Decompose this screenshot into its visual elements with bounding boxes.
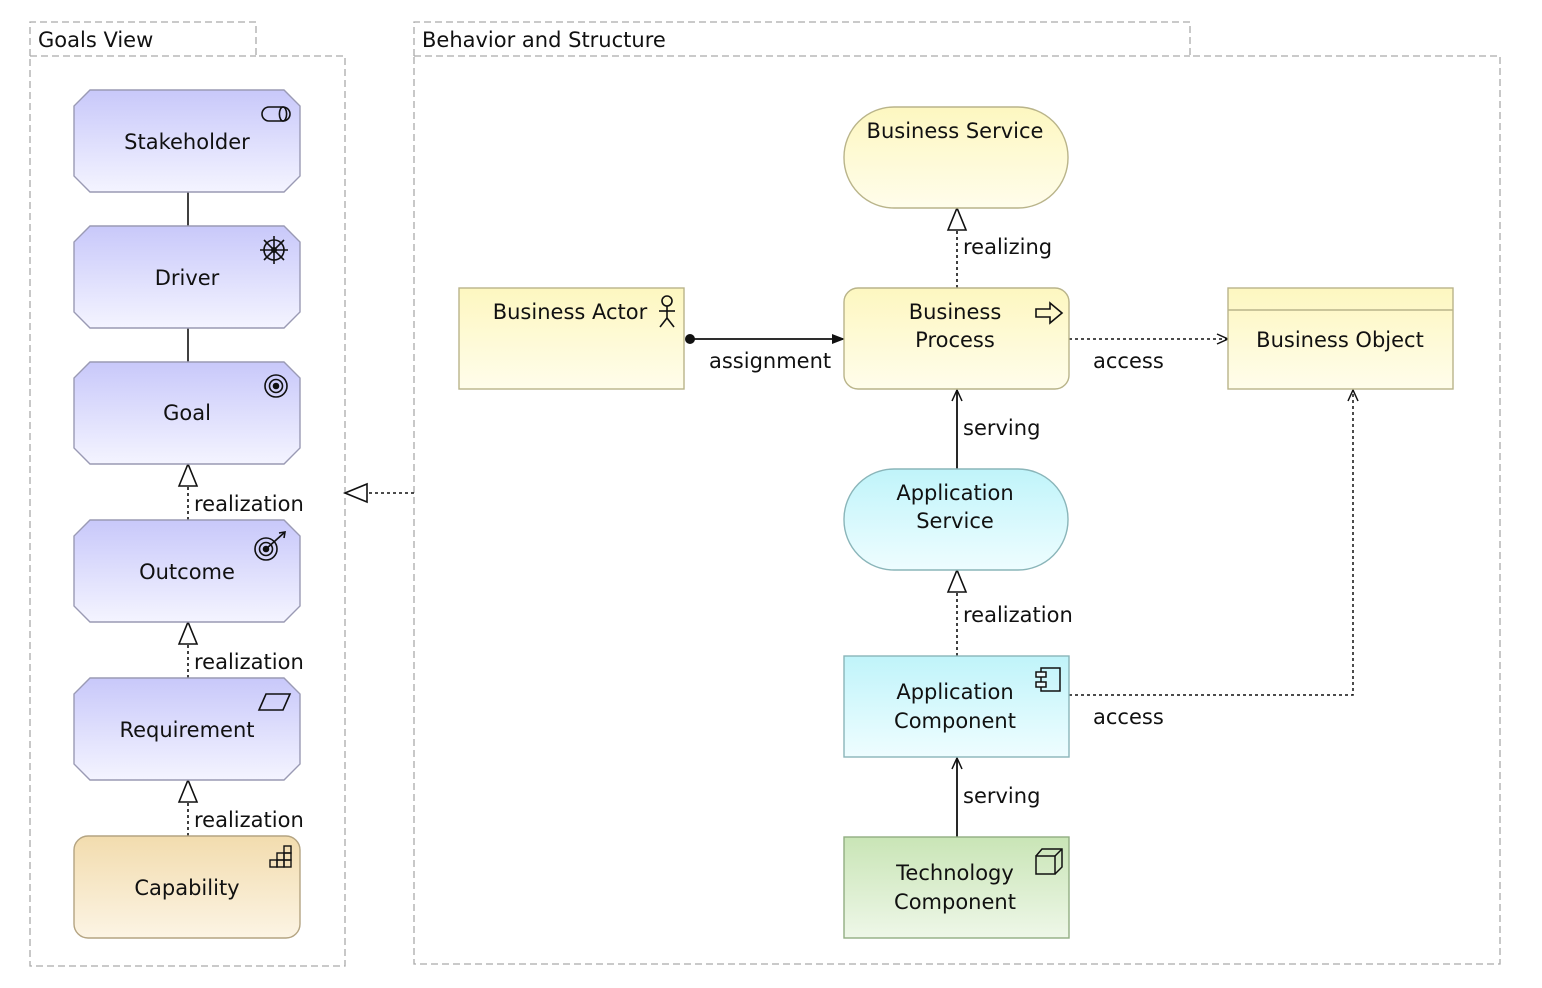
element-label-business-service: Business Service xyxy=(867,119,1044,143)
stakeholder-icon xyxy=(261,106,291,122)
label-realizing: realizing xyxy=(963,235,1052,259)
element-business-actor[interactable]: Business Actor xyxy=(458,287,685,390)
label-serving-process: serving xyxy=(963,416,1040,440)
element-stakeholder[interactable]: Stakeholder xyxy=(73,89,301,193)
component-icon xyxy=(1035,667,1061,692)
element-label-driver: Driver xyxy=(155,266,220,290)
element-label-business-process-2: Process xyxy=(915,328,995,352)
group-title-goals-view: Goals View xyxy=(38,28,153,52)
access-appcomponent-object[interactable] xyxy=(1069,388,1359,696)
element-label-requirement: Requirement xyxy=(119,718,254,742)
capability-icon xyxy=(269,845,292,868)
element-driver[interactable]: Driver xyxy=(73,225,301,329)
goal-icon xyxy=(264,374,288,398)
label-access-process: access xyxy=(1093,349,1164,373)
element-technology-component[interactable]: Technology Component xyxy=(843,836,1070,939)
driver-icon xyxy=(260,236,288,264)
element-label-application-service-1: Application xyxy=(896,481,1013,505)
element-label-application-component-2: Component xyxy=(894,709,1016,733)
element-label-application-component-1: Application xyxy=(896,680,1013,704)
actor-icon xyxy=(659,295,675,328)
label-realization-outcome-goal: realization xyxy=(194,492,304,516)
outcome-icon xyxy=(254,531,286,561)
group-title-behavior-structure: Behavior and Structure xyxy=(422,28,666,52)
label-access-appcomponent: access xyxy=(1093,705,1164,729)
element-requirement[interactable]: Requirement xyxy=(73,677,301,781)
label-realization-requirement-outcome: realization xyxy=(194,650,304,674)
element-label-technology-component-1: Technology xyxy=(895,861,1014,885)
requirement-icon xyxy=(257,693,292,711)
label-serving-appcomponent: serving xyxy=(963,784,1040,808)
node-icon xyxy=(1035,848,1063,875)
element-label-capability: Capability xyxy=(134,876,239,900)
element-application-component[interactable]: Application Component xyxy=(843,655,1070,758)
element-label-business-actor: Business Actor xyxy=(493,300,648,324)
label-realization-appservice: realization xyxy=(963,603,1073,627)
element-business-service[interactable]: Business Service xyxy=(843,106,1069,209)
element-label-goal: Goal xyxy=(163,401,211,425)
element-label-technology-component-2: Component xyxy=(894,890,1016,914)
element-application-service[interactable]: Application Service xyxy=(843,468,1069,571)
element-business-object[interactable]: Business Object xyxy=(1227,287,1454,390)
element-label-outcome: Outcome xyxy=(139,560,235,584)
process-arrow-icon xyxy=(1035,301,1064,325)
element-label-stakeholder: Stakeholder xyxy=(124,130,250,154)
group-goals-view[interactable]: Goals View xyxy=(29,21,346,967)
element-label-application-service-2: Service xyxy=(916,509,994,533)
element-capability[interactable]: Capability xyxy=(73,835,301,939)
element-business-process[interactable]: Business Process xyxy=(843,287,1070,390)
element-outcome[interactable]: Outcome xyxy=(73,519,301,623)
label-assignment: assignment xyxy=(709,349,831,373)
label-realization-capability-requirement: realization xyxy=(194,808,304,832)
group-behavior-structure[interactable]: Behavior and Structure xyxy=(413,21,1501,965)
element-goal[interactable]: Goal xyxy=(73,361,301,465)
element-label-business-process-1: Business xyxy=(909,300,1002,324)
element-label-business-object: Business Object xyxy=(1256,328,1424,352)
